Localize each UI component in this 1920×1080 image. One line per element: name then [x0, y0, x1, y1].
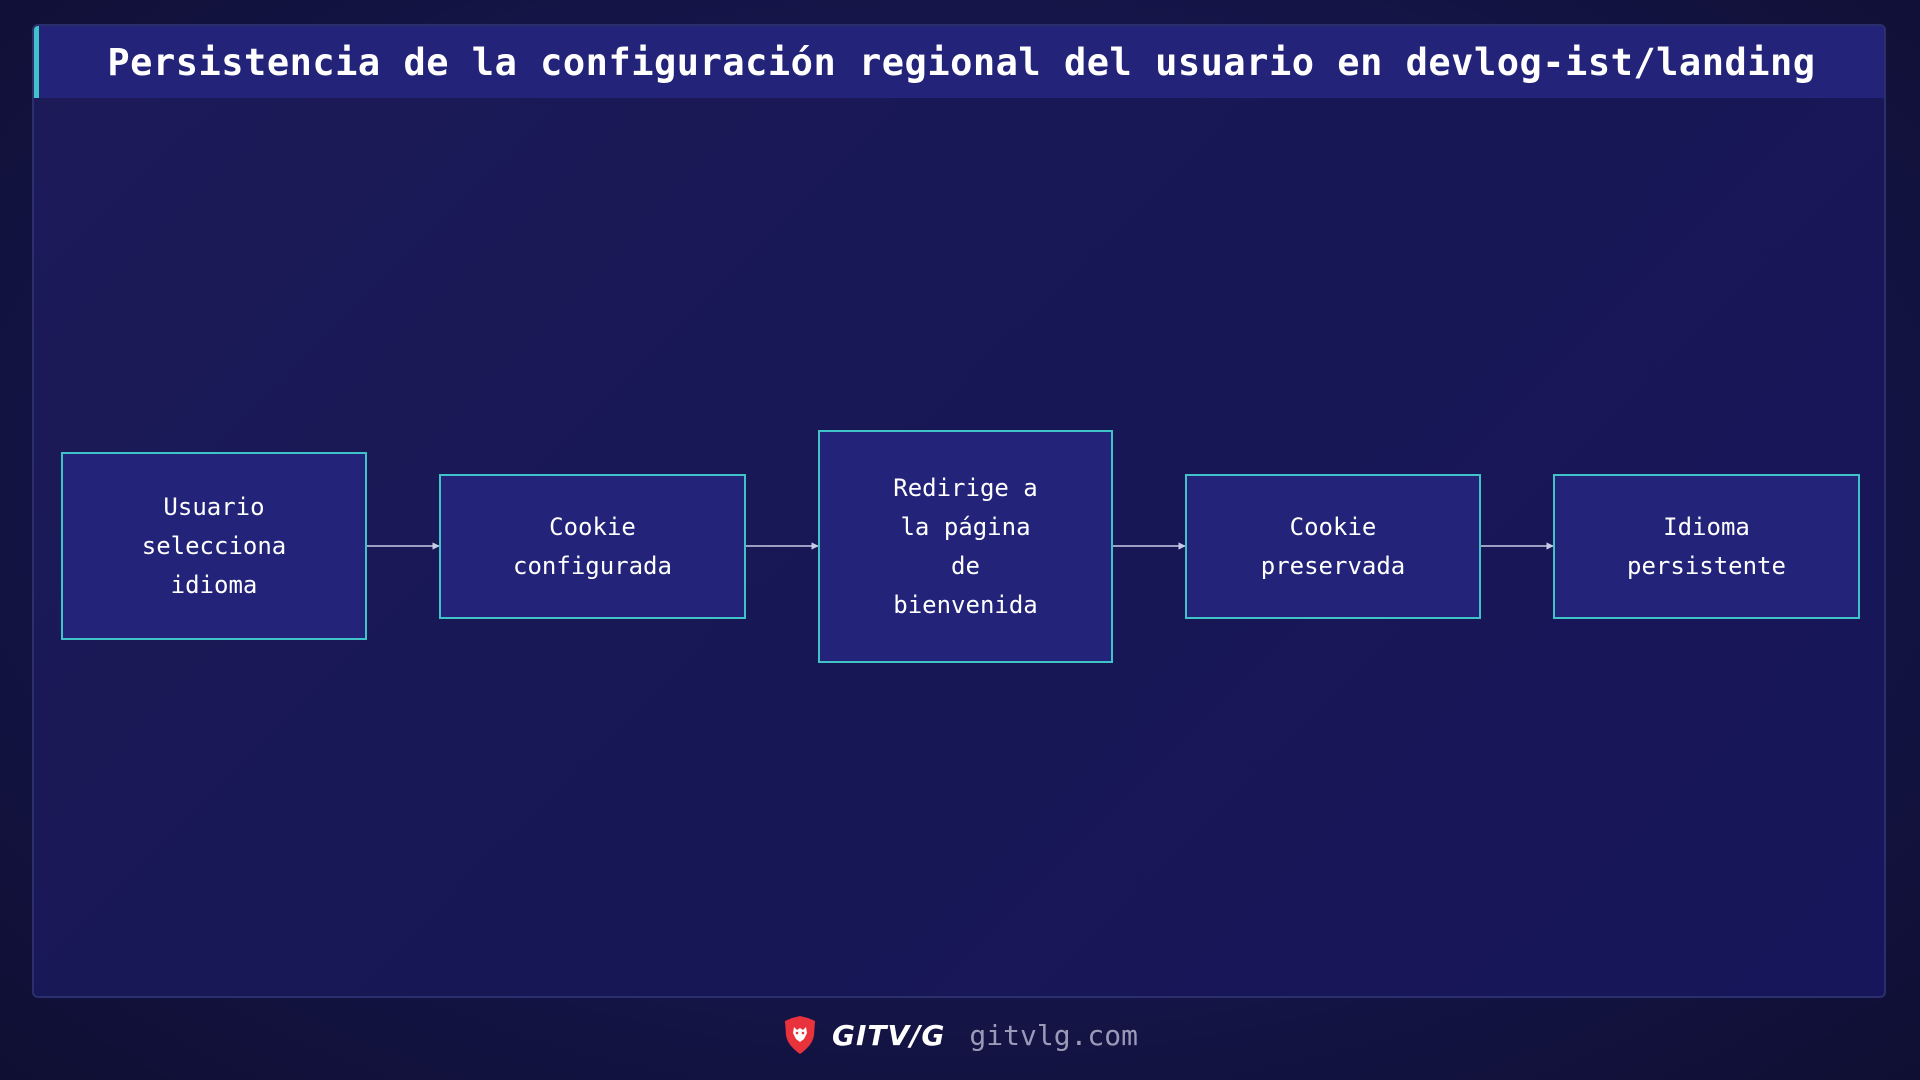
node-cookie-preservada: Cookie preservada: [1185, 474, 1481, 619]
node-usuario-selecciona-idioma: Usuario selecciona idioma: [61, 452, 367, 640]
lion-shield-icon: [785, 1016, 816, 1054]
title-bar: Persistencia de la configuración regiona…: [34, 26, 1884, 98]
node-cookie-configurada: Cookie configurada: [439, 474, 746, 619]
node-redirige-bienvenida: Redirige a la página de bienvenida: [818, 430, 1113, 663]
brand-name: GITV/G: [832, 1018, 946, 1052]
diagram-title: Persistencia de la configuración regiona…: [107, 40, 1816, 84]
footer-brand: GITV/G gitvlg.com: [0, 1010, 1920, 1060]
node-idioma-persistente: Idioma persistente: [1553, 474, 1860, 619]
brand-url: gitvlg.com: [969, 1018, 1138, 1052]
